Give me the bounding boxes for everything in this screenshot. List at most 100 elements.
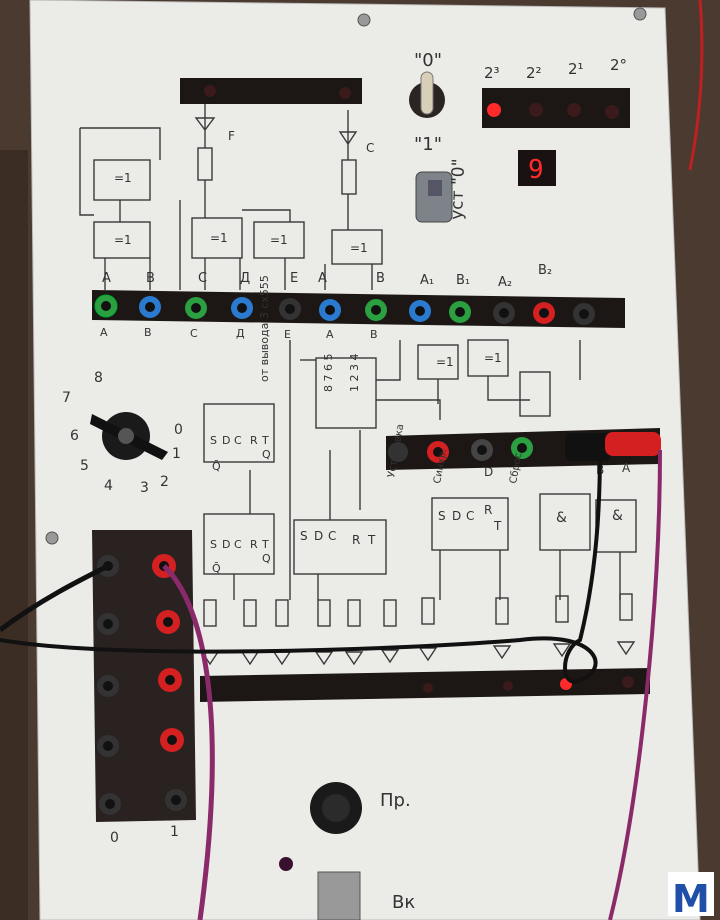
toggle-switch-lever[interactable] [420, 71, 434, 115]
table-edge [0, 150, 28, 920]
label-2-3: 2³ [484, 64, 500, 82]
svg-text:S: S [300, 529, 308, 543]
gate-xor-label: =1 [210, 231, 228, 245]
svg-text:T: T [261, 538, 269, 551]
reset-button[interactable] [415, 171, 453, 223]
faded-label: B [144, 326, 152, 339]
gate-xor-label: =1 [270, 233, 288, 247]
svg-text:C: C [234, 434, 242, 447]
jack-label-a1: A₁ [420, 273, 434, 288]
svg-text:T: T [493, 519, 502, 533]
black-plug[interactable] [565, 433, 611, 461]
rotary-label: 4 [104, 478, 113, 494]
svg-text:C: C [234, 538, 242, 551]
label-2-0: 2° [610, 56, 627, 74]
jack-label-b2: B [376, 271, 385, 286]
svg-text:D: D [314, 529, 323, 543]
diode-label-f: F [228, 129, 235, 143]
flipflop-2: S D C R T Q Q̄ [210, 538, 271, 575]
svg-text:Q: Q [262, 448, 271, 461]
svg-text:R: R [352, 533, 360, 547]
faded-label: A [326, 328, 334, 341]
svg-text:D: D [222, 434, 230, 447]
rotary-label: 8 [94, 370, 103, 386]
faded-label: E [284, 328, 291, 341]
label-2-1: 2¹ [568, 60, 584, 78]
lower-label-d: D [484, 465, 493, 479]
switch-label-one: "1" [414, 134, 442, 155]
fuse-cap [322, 794, 350, 822]
label-2-2: 2² [526, 64, 542, 82]
faded-label: C [190, 327, 198, 340]
svg-text:R: R [250, 538, 258, 551]
diode-icon [194, 117, 216, 132]
led-2-3 [487, 103, 501, 117]
rotary-selector: 8 7 6 5 4 3 2 1 0 [62, 370, 183, 496]
schematic-upper [79, 104, 383, 290]
flipflop-4: S D C R T [438, 503, 502, 533]
svg-text:C: C [328, 529, 336, 543]
lower-label-a: A [622, 461, 631, 475]
faded-label: Д [236, 327, 245, 340]
power-jacks [97, 554, 187, 815]
jack-black[interactable] [388, 442, 408, 462]
binary-led-strip [482, 88, 630, 128]
screw-icon [45, 531, 59, 545]
jack-label-a2: A [318, 271, 327, 286]
faded-label: A [100, 326, 108, 339]
black-cable [0, 563, 110, 633]
svg-text:T: T [367, 533, 376, 547]
svg-text:Q̄: Q̄ [212, 460, 221, 473]
timer-note: от вывода 3 сх555 [258, 275, 271, 382]
schematic-middle [203, 339, 637, 600]
svg-text:Q̄: Q̄ [212, 562, 221, 575]
gate-xor-label: =1 [350, 241, 368, 255]
upper-jacks [94, 294, 595, 325]
magenta-cable-right [608, 449, 662, 920]
jack-label-b2b: B₂ [538, 263, 552, 278]
faded-jack-labels: A B C Д E A B [100, 326, 378, 341]
gate-xor-label: =1 [484, 351, 502, 365]
svg-text:Q: Q [262, 552, 271, 565]
seven-segment-display [518, 150, 556, 186]
screw-icon [357, 13, 371, 27]
black-cable-long [0, 445, 602, 684]
power-toggle[interactable] [317, 871, 361, 920]
svg-text:T: T [261, 434, 269, 447]
rotary-label: 2 [160, 474, 169, 490]
svg-text:S: S [438, 509, 446, 523]
gate-and-label: & [556, 510, 567, 526]
rotary-label: 0 [174, 422, 183, 438]
chip-pins-bottom: 1 2 3 4 [348, 354, 361, 392]
gate-and-label: & [612, 508, 623, 524]
rotary-label: 3 [140, 480, 149, 496]
jack-label-a2b: A₂ [498, 275, 512, 290]
flipflop-1: S D C R T Q Q̄ [210, 434, 271, 473]
power-label-pr: Пр. [380, 790, 411, 811]
faded-label: B [370, 328, 378, 341]
led-indicator [204, 85, 216, 97]
svg-text:D: D [222, 538, 230, 551]
svg-text:D: D [452, 509, 461, 523]
svg-text:S: S [210, 434, 217, 447]
red-plug[interactable] [605, 432, 661, 456]
corner-label-zero: 0 [110, 830, 119, 846]
power-label-on: Вк [392, 892, 415, 913]
lower-label-reset: Сброс [508, 452, 524, 485]
led-off [503, 681, 513, 691]
rotary-label: 5 [80, 458, 89, 474]
jack-label-e: E [290, 271, 298, 286]
led-2-2 [529, 103, 543, 117]
reset-button-cap [428, 180, 442, 196]
red-wire [688, 0, 704, 171]
svg-text:R: R [250, 434, 258, 447]
jack-label-c: C [198, 271, 207, 286]
power-led [279, 857, 293, 871]
magenta-cable [162, 564, 215, 920]
diode-icon [338, 131, 358, 146]
led-indicator [339, 87, 351, 99]
rotary-label: 6 [70, 428, 79, 444]
led-off [622, 676, 634, 688]
upper-jack-labels: A B C Д E A B A₁ B₁ A₂ B₂ [102, 263, 552, 290]
